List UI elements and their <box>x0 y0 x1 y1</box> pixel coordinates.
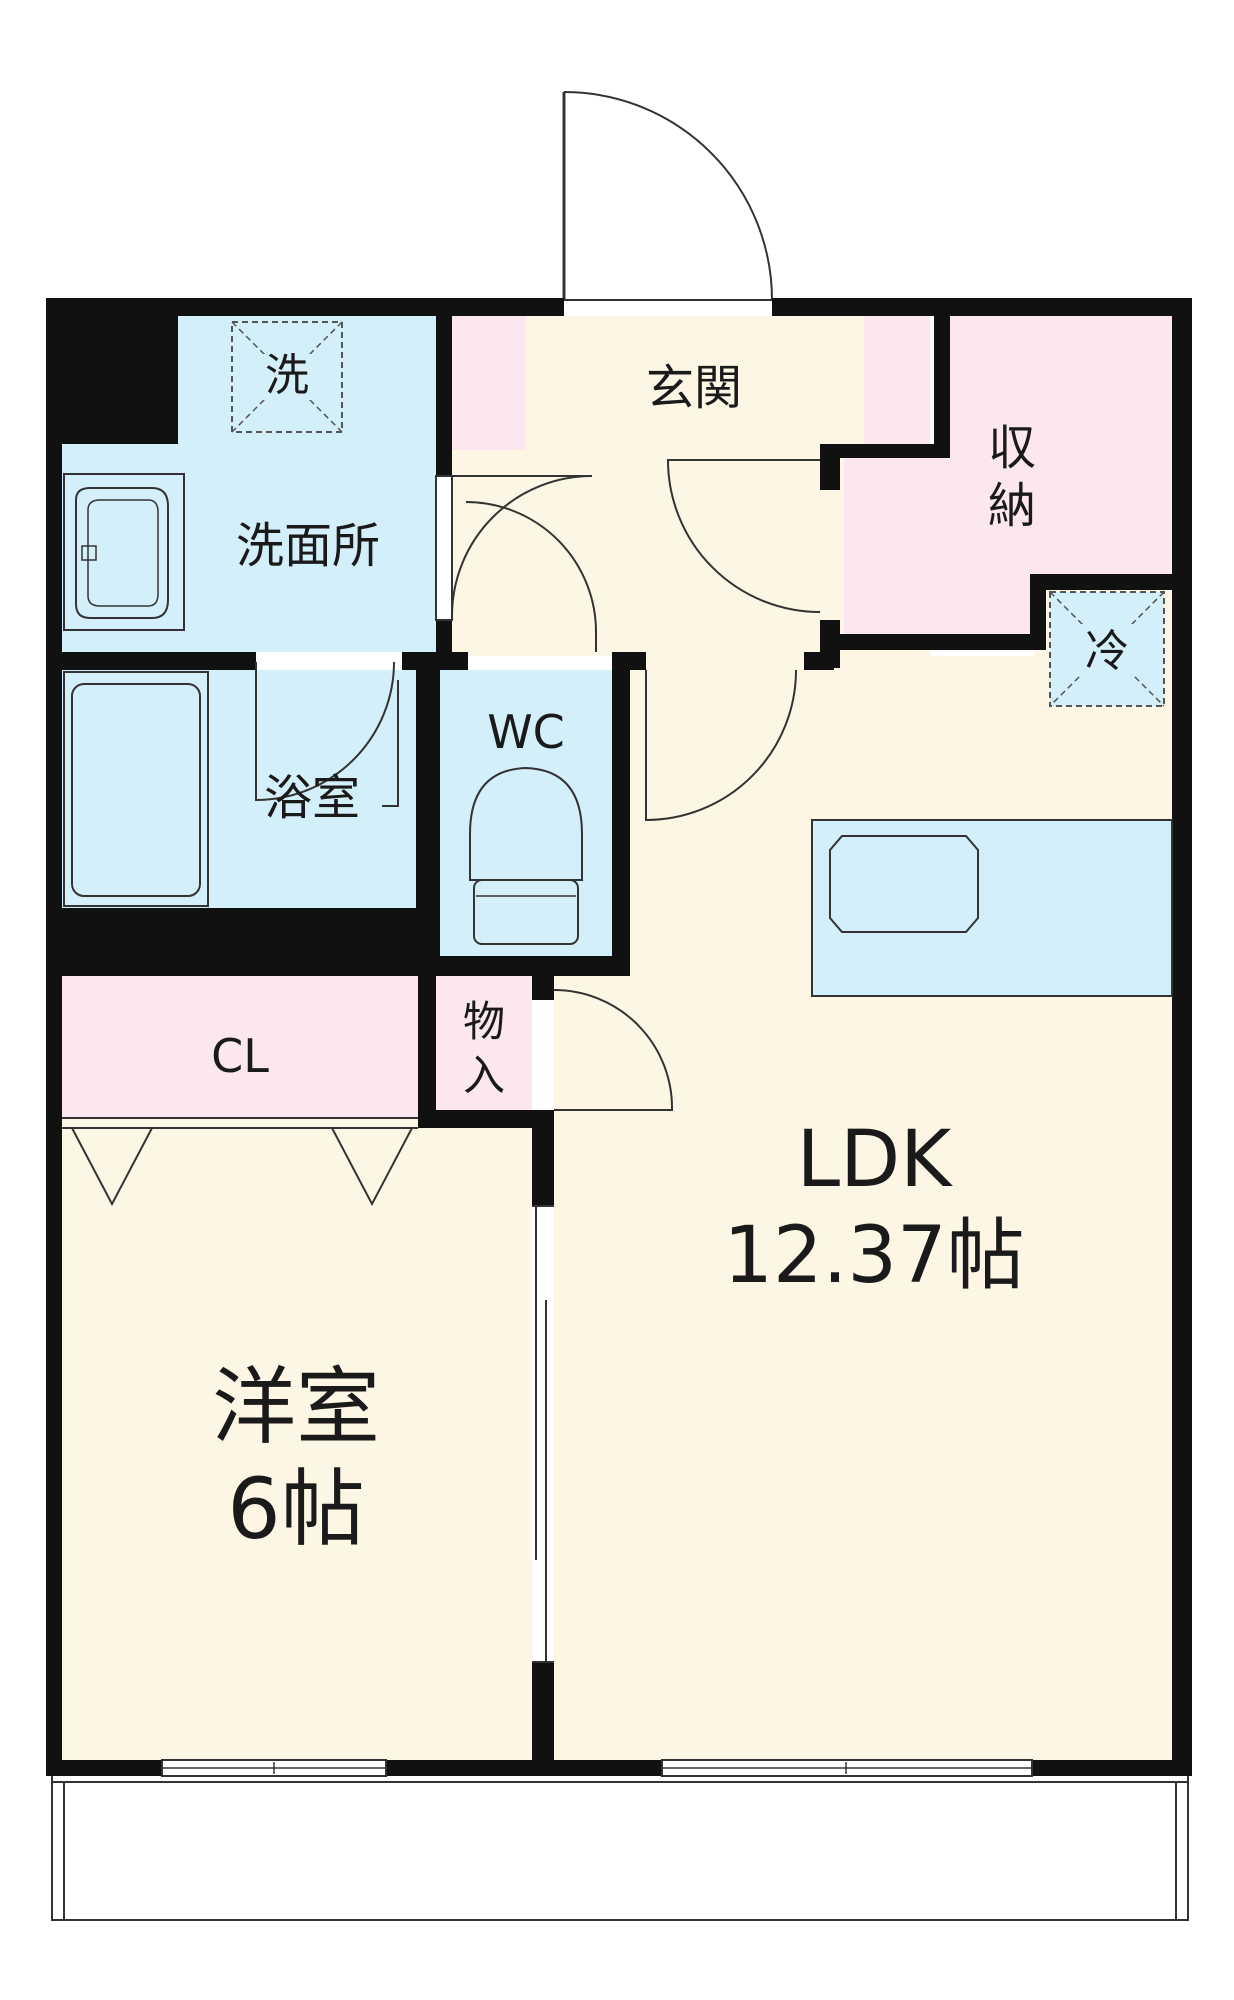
room-wc <box>440 670 612 956</box>
entrance-door <box>562 91 773 301</box>
shoe-box-right <box>864 316 930 450</box>
fridge-space <box>1049 591 1165 707</box>
window-western <box>161 1759 387 1777</box>
label-storage-1: 収 <box>988 420 1036 476</box>
room-storage <box>844 316 1172 634</box>
label-monoire-1: 物 <box>463 997 505 1046</box>
label-closet: CL <box>211 1029 269 1083</box>
label-ldk-name: LDK <box>797 1115 954 1205</box>
hall-door <box>666 459 821 613</box>
ldk-entry-door <box>645 669 797 822</box>
vanity-sink <box>63 473 185 631</box>
closet-doors <box>62 1117 418 1207</box>
label-bathroom: 浴室 <box>264 770 360 826</box>
label-western-size: 6帖 <box>227 1460 364 1558</box>
washroom-entry-door <box>451 475 593 617</box>
label-storage-2: 納 <box>988 478 1036 534</box>
label-entrance: 玄関 <box>646 360 742 416</box>
label-wc: WC <box>487 705 565 759</box>
room-bathroom <box>62 670 416 908</box>
bath-door <box>382 680 399 807</box>
window-ldk <box>661 1759 1033 1777</box>
room-monoire <box>436 976 532 1110</box>
balcony <box>51 1769 1189 1921</box>
walls <box>46 298 1192 1776</box>
label-washroom: 洗面所 <box>236 518 380 574</box>
shoe-box-left <box>452 316 526 450</box>
bathtub <box>63 671 209 907</box>
room-western <box>62 1118 532 1760</box>
label-western-name: 洋室 <box>212 1358 380 1456</box>
washer-pan <box>231 321 343 433</box>
label-monoire-2: 入 <box>463 1051 505 1100</box>
label-fridge: 冷 <box>1085 626 1129 677</box>
washroom-door-swing <box>255 661 395 802</box>
window-washroom <box>435 475 453 621</box>
kitchen-counter <box>811 819 1173 997</box>
sliding-partition <box>532 1205 554 1663</box>
label-washer: 洗 <box>265 350 309 401</box>
monoire-door <box>553 989 674 1111</box>
label-ldk-size: 12.37帖 <box>723 1211 1024 1301</box>
wc-entry-door <box>465 501 597 652</box>
room-closet <box>62 976 418 1118</box>
toilet <box>469 766 583 945</box>
